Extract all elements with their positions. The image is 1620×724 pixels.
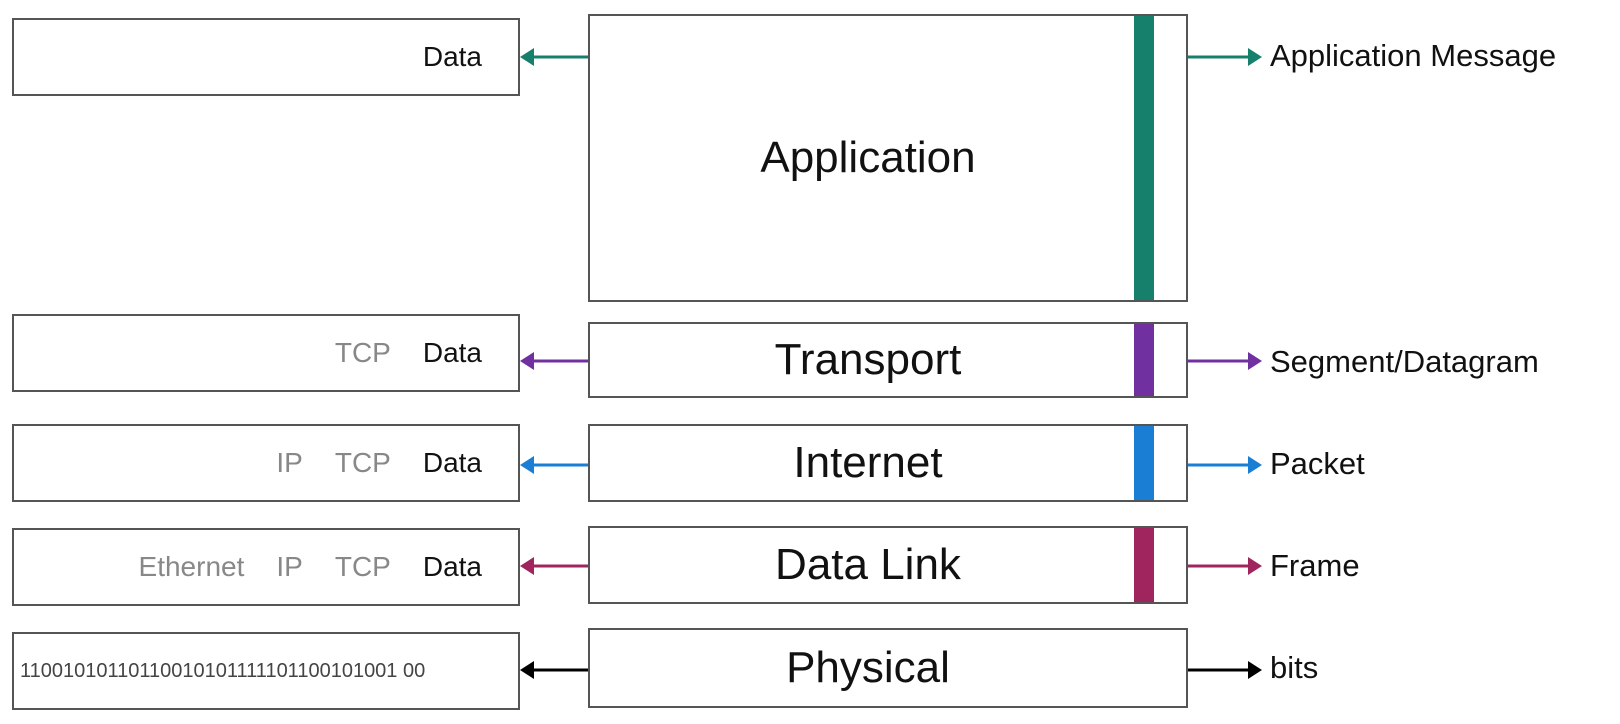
term-application-message: Application Message [1270, 38, 1557, 73]
arrow-transport-left [520, 352, 588, 370]
layer-application: Application [588, 14, 1188, 302]
packet-ethernet-header: Ethernet [138, 551, 245, 582]
term-frame: Frame [1270, 548, 1360, 583]
layer-transport-label: Transport [774, 335, 962, 384]
layer-transport-bar [1134, 324, 1154, 396]
term-segment-datagram: Segment/Datagram [1270, 344, 1539, 379]
packet-ip-header: IP [276, 551, 303, 582]
arrow-transport-right [1188, 352, 1262, 370]
arrow-physical-right [1188, 661, 1262, 679]
packet-internet: IP TCP Data [12, 424, 520, 502]
packet-tcp-header: TCP [334, 337, 391, 368]
layer-application-label: Application [760, 133, 976, 182]
layer-datalink: Data Link [588, 526, 1188, 604]
arrow-physical-left [520, 661, 588, 679]
packet-tcp-header: TCP [334, 551, 391, 582]
packet-data-label: Data [422, 337, 482, 368]
packet-physical: 11001010110110010101111101100101001 00 [12, 632, 520, 710]
packet-data-label: Data [422, 41, 482, 72]
arrow-internet-right [1188, 456, 1262, 474]
arrow-datalink-left [520, 557, 588, 575]
layer-physical-label: Physical [786, 643, 950, 692]
arrow-application-left [520, 48, 588, 66]
packet-transport: TCP Data [12, 314, 520, 392]
packet-ip-header: IP [276, 447, 303, 478]
arrow-internet-left [520, 456, 588, 474]
layer-internet-label: Internet [793, 438, 943, 487]
packet-application: Data [12, 18, 520, 96]
packet-bits-label: 11001010110110010101111101100101001 00 [20, 659, 426, 682]
layer-application-bar [1134, 16, 1154, 300]
packet-tcp-header: TCP [334, 447, 391, 478]
layer-internet-bar [1134, 426, 1154, 500]
layer-physical: Physical [588, 628, 1188, 708]
layer-internet: Internet [588, 424, 1188, 502]
packet-data-label: Data [422, 551, 482, 582]
layer-datalink-label: Data Link [775, 540, 961, 589]
arrow-application-right [1188, 48, 1262, 66]
arrow-datalink-right [1188, 557, 1262, 575]
packet-datalink: Ethernet IP TCP Data [12, 528, 520, 606]
packet-data-label: Data [422, 447, 482, 478]
layer-transport: Transport [588, 322, 1188, 398]
term-packet: Packet [1270, 446, 1365, 481]
layer-datalink-bar [1134, 528, 1154, 602]
term-bits: bits [1270, 650, 1319, 685]
